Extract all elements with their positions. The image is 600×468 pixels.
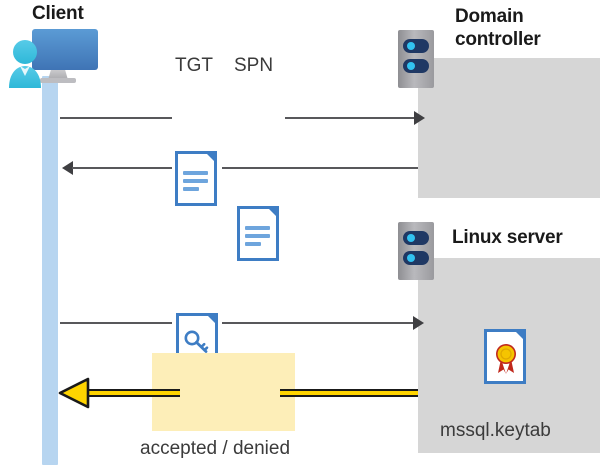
tower-bar-bottom xyxy=(403,251,429,265)
doc-fold xyxy=(205,313,218,326)
spn-document-icon xyxy=(237,206,279,261)
tgt-document-icon xyxy=(175,151,217,206)
doc-text-line xyxy=(245,226,270,230)
client-workstation-icon xyxy=(8,26,100,88)
flow-client-to-linux-segment-right xyxy=(222,322,415,324)
tower-dot xyxy=(407,234,415,242)
certificate-document-icon xyxy=(484,329,526,384)
keytab-label: mssql.keytab xyxy=(440,420,551,441)
client-lifeline xyxy=(42,76,58,465)
doc-fold xyxy=(204,151,217,164)
domain-controller-tower-icon xyxy=(398,30,434,88)
tower-bar-top xyxy=(403,231,429,245)
tower-dot xyxy=(407,42,415,50)
doc-text-line xyxy=(183,179,208,183)
doc-text-line xyxy=(245,242,261,246)
flow-client-to-linux-arrowhead xyxy=(413,316,424,330)
tower-dot xyxy=(407,62,415,70)
doc-fold xyxy=(266,206,279,219)
spn-label: SPN xyxy=(234,55,274,76)
linux-server-tower-icon xyxy=(398,222,434,280)
flow-result-arrowhead xyxy=(58,377,90,409)
linux-server-title: Linux server xyxy=(452,227,563,248)
seal-icon xyxy=(496,344,516,374)
domain-controller-title-line1: Domain xyxy=(455,6,524,27)
flow-client-to-dc-segment-left xyxy=(60,117,172,119)
flow-dc-to-client-segment-right xyxy=(222,167,418,169)
tower-bar-bottom xyxy=(403,59,429,73)
tgt-label: TGT xyxy=(175,55,213,76)
client-title: Client xyxy=(32,3,84,24)
tower-dot xyxy=(407,254,415,262)
flow-result-segment-right xyxy=(280,389,418,397)
result-label: accepted / denied xyxy=(140,438,291,459)
key-icon xyxy=(184,330,209,353)
doc-text-line xyxy=(183,187,199,191)
domain-controller-title-line2: controller xyxy=(455,29,541,50)
flow-client-to-dc-segment-right xyxy=(285,117,415,119)
doc-fold xyxy=(513,329,526,342)
doc-text-line xyxy=(245,234,270,238)
flow-result-segment-left xyxy=(72,389,180,397)
flow-dc-to-client-segment-left xyxy=(72,167,172,169)
doc-text-line xyxy=(183,171,208,175)
flow-dc-to-client-arrowhead xyxy=(62,161,73,175)
tower-bar-top xyxy=(403,39,429,53)
domain-controller-panel xyxy=(418,58,600,198)
flow-client-to-linux-segment-left xyxy=(60,322,172,324)
flow-client-to-dc-arrowhead xyxy=(414,111,425,125)
